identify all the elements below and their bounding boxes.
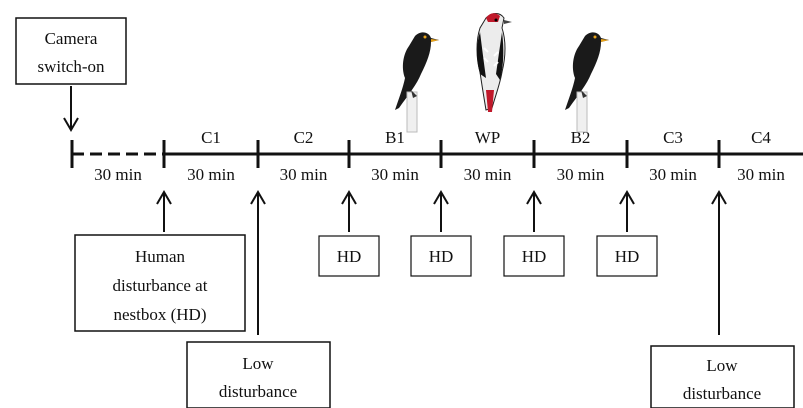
blackbird-icon <box>565 32 609 133</box>
phase-label: B1 <box>385 128 405 147</box>
hd-marker: HD <box>503 190 565 277</box>
hd-marker: HD <box>596 190 658 277</box>
hd-box <box>503 235 565 277</box>
phase-label: B2 <box>571 128 591 147</box>
human-disturbance-arrow <box>156 190 172 232</box>
hd-marker: HD <box>410 190 472 277</box>
duration-label: 30 min <box>649 165 697 184</box>
duration-label: 30 min <box>187 165 235 184</box>
human-disturbance-line-2: disturbance at <box>113 276 208 295</box>
phase-label: C1 <box>201 128 221 147</box>
low-disturbance-right-line-1: Low <box>706 356 738 375</box>
low-disturbance-left-line-2: disturbance <box>219 382 297 401</box>
hd-markers: HD HD HD HD <box>318 190 658 277</box>
hd-box <box>318 235 380 277</box>
duration-label: 30 min <box>280 165 328 184</box>
human-disturbance-line-1: Human <box>135 247 186 266</box>
duration-label: 30 min <box>557 165 605 184</box>
low-disturbance-box-right: Low disturbance <box>650 345 795 408</box>
human-disturbance-box: Human disturbance at nestbox (HD) <box>74 234 246 332</box>
hd-arrow-head <box>341 190 357 205</box>
hd-label: HD <box>615 247 640 266</box>
duration-labels: 30 min 30 min 30 min 30 min 30 min 30 min 30 m… <box>94 165 785 184</box>
hd-marker: HD <box>318 190 380 277</box>
low-disturbance-box-left: Low disturbance <box>186 341 331 408</box>
hd-box <box>410 235 472 277</box>
human-disturbance-line-3: nestbox (HD) <box>113 305 206 324</box>
hd-arrow-head <box>619 190 635 205</box>
low-disturbance-right-line-2: disturbance <box>683 384 761 403</box>
hd-box <box>596 235 658 277</box>
low-disturbance-arrow-left <box>250 190 266 335</box>
hd-arrow-head <box>526 190 542 205</box>
blackbird-icon <box>395 32 439 133</box>
hd-arrow-head <box>433 190 449 205</box>
duration-label: 30 min <box>371 165 419 184</box>
timeline-axis <box>70 140 803 168</box>
phase-label: C3 <box>663 128 683 147</box>
camera-switch-on-box: Camera switch-on <box>15 17 127 85</box>
duration-label: 30 min <box>464 165 512 184</box>
camera-label-line-2: switch-on <box>37 57 105 76</box>
hd-label: HD <box>337 247 362 266</box>
duration-label: 30 min <box>94 165 142 184</box>
camera-label-line-1: Camera <box>45 29 98 48</box>
duration-label: 30 min <box>737 165 785 184</box>
phase-label: WP <box>475 128 501 147</box>
timeline-ticks <box>70 140 721 168</box>
low-disturbance-arrow-right <box>711 190 727 335</box>
camera-arrow <box>63 86 79 132</box>
hd-label: HD <box>429 247 454 266</box>
phase-label: C4 <box>751 128 771 147</box>
woodpecker-icon <box>476 13 512 112</box>
phase-label: C2 <box>294 128 314 147</box>
phase-labels: C1 C2 B1 WP B2 C3 C4 <box>201 128 771 147</box>
hd-label: HD <box>522 247 547 266</box>
low-disturbance-left-line-1: Low <box>242 354 274 373</box>
